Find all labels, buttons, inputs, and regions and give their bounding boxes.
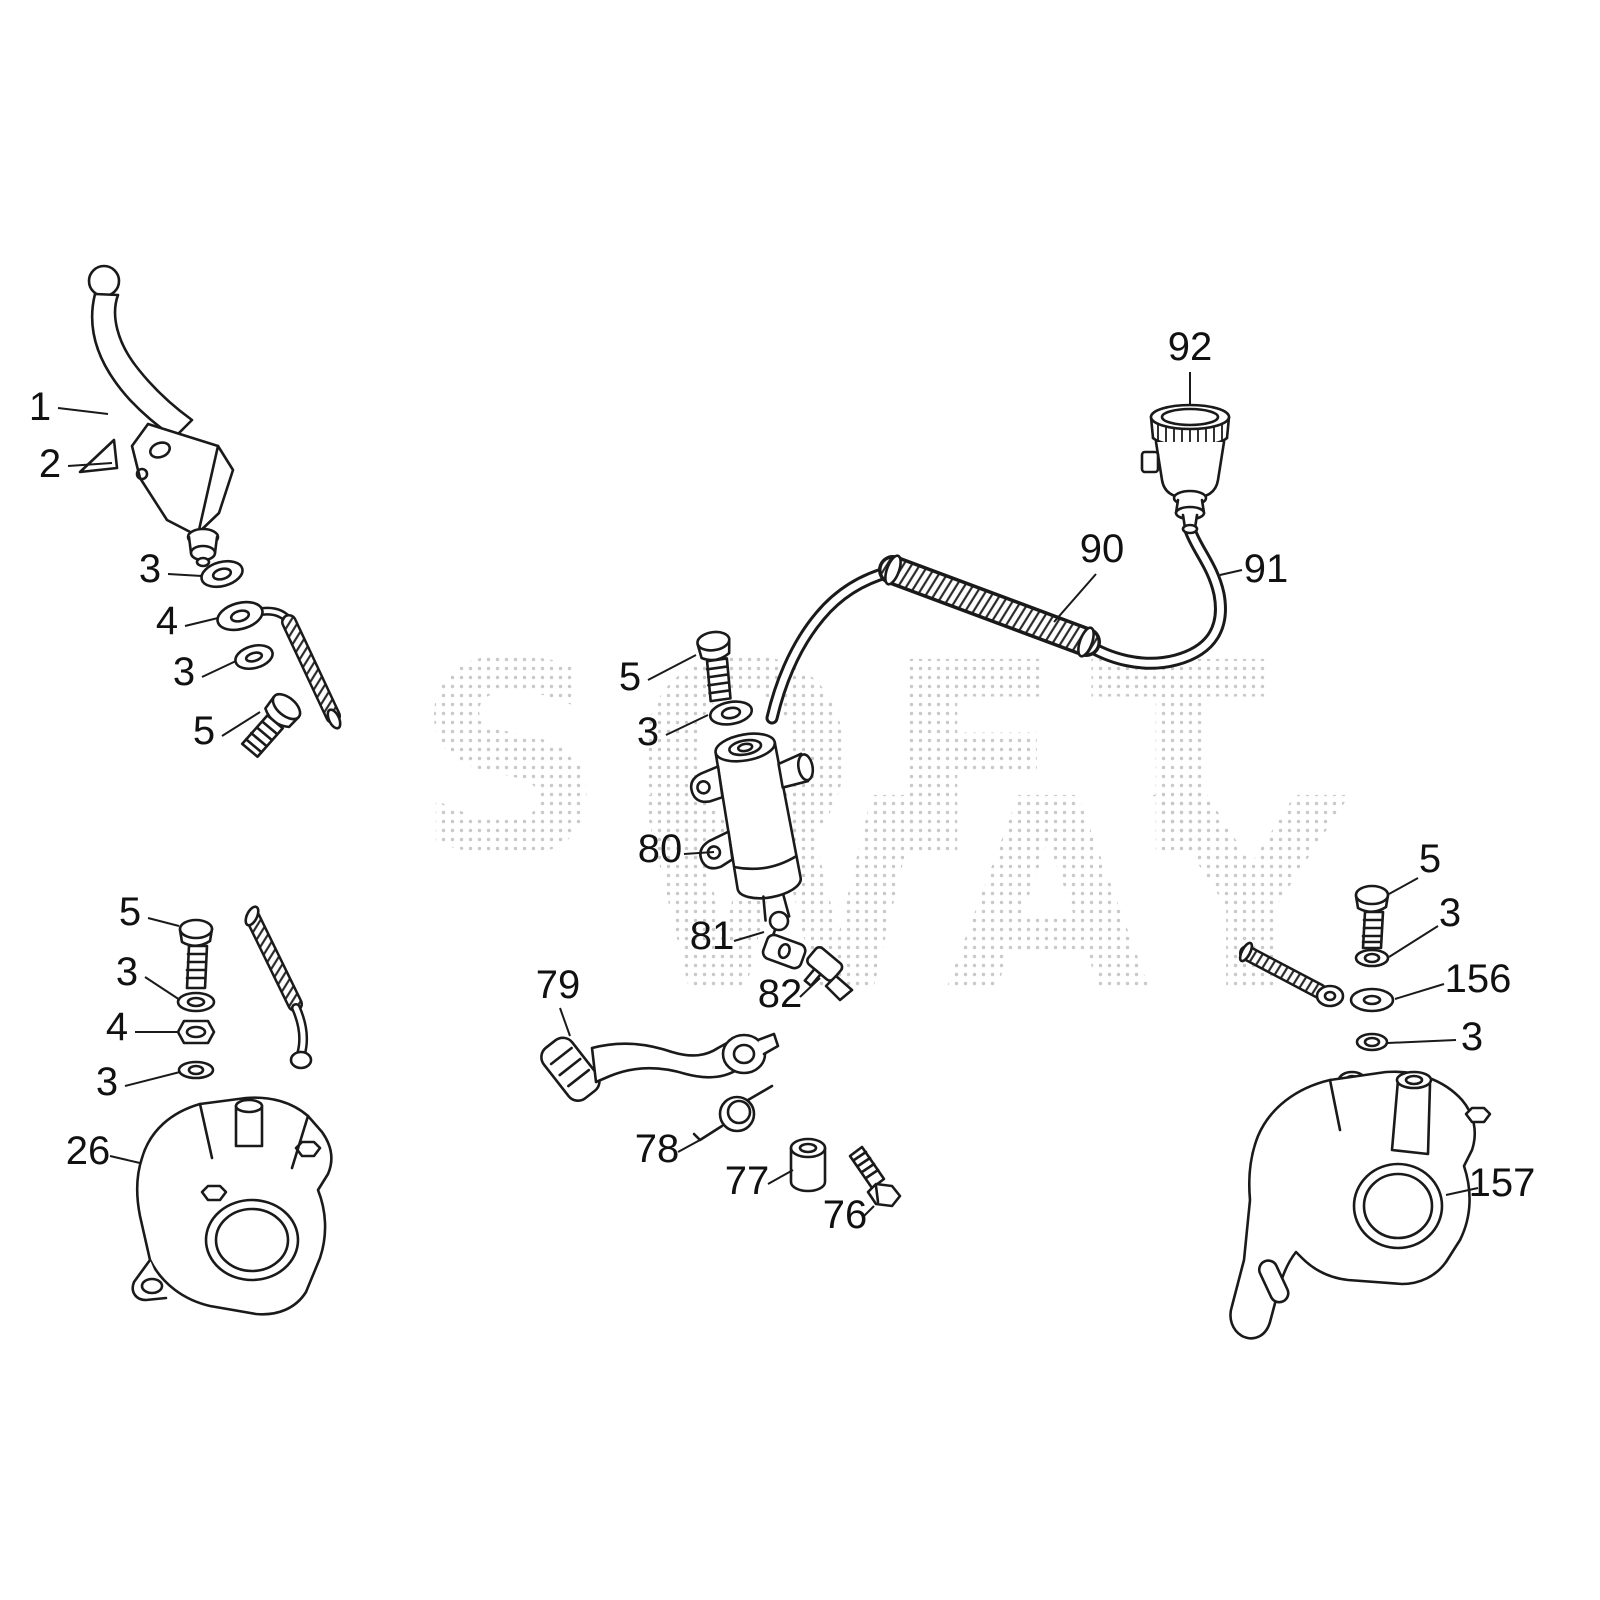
label-5-master-cylinder-bolt: 5	[619, 655, 641, 699]
banjo-fitting	[1349, 987, 1395, 1013]
pedal-toe-pad	[540, 1036, 601, 1102]
label-3-rear-washer-a: 3	[1439, 891, 1461, 935]
washer	[708, 700, 754, 726]
rear-caliper-body	[1229, 1070, 1492, 1340]
label-82-clevis-joint: 82	[758, 972, 803, 1016]
brake-pedal-group	[540, 1032, 902, 1208]
label-3-washer-a: 3	[139, 547, 161, 591]
lever-washer-bolt-stack	[200, 559, 342, 759]
washer	[1355, 1032, 1389, 1052]
label-4-banjo-lever: 4	[156, 599, 178, 643]
pushrod-clevis	[761, 910, 807, 970]
fluid-reservoir	[1140, 403, 1231, 535]
braided-hose-end	[1238, 941, 1345, 1008]
label-3-front-washer-b: 3	[96, 1060, 118, 1104]
part-labels: 1 2 3 4 3 5 92 90 91 5 3 80 81 82 79 78 …	[29, 325, 1536, 1237]
pivot-bushing	[789, 1137, 827, 1193]
caliper-bolt	[178, 918, 214, 990]
lever-perch-body	[130, 422, 235, 537]
label-80-master-cylinder: 80	[638, 827, 683, 871]
banjo-fitting	[216, 600, 264, 632]
washer	[176, 991, 216, 1013]
banjo-bolt	[240, 692, 302, 759]
caliper-bolt	[1354, 884, 1390, 950]
label-79-brake-pedal: 79	[536, 963, 581, 1007]
washer	[200, 559, 244, 589]
braided-hose-end	[244, 905, 313, 1070]
leader-lines	[57, 372, 1479, 1217]
label-156-rear-banjo: 156	[1445, 957, 1512, 1001]
label-2-lever-bracket: 2	[39, 442, 61, 486]
clevis-joint	[803, 946, 854, 1002]
label-5-banjo-bolt-lever: 5	[193, 709, 215, 753]
washer	[1354, 948, 1390, 968]
label-92-reservoir: 92	[1168, 325, 1213, 369]
hydraulic-hoses	[765, 523, 1227, 725]
label-1-brake-lever: 1	[29, 385, 51, 429]
nut	[176, 1019, 216, 1045]
label-91-reservoir-hose: 91	[1244, 547, 1289, 591]
label-26-front-caliper: 26	[66, 1129, 111, 1173]
front-brake-lever-assembly	[78, 264, 235, 568]
braided-hose	[878, 554, 1101, 658]
lever-blade	[90, 292, 194, 440]
lever-end-piece	[78, 438, 119, 474]
washer	[177, 1060, 215, 1080]
return-spring	[692, 1084, 774, 1142]
label-3-master-cylinder-washer: 3	[637, 710, 659, 754]
pivot-bolt	[848, 1145, 902, 1208]
rear-caliper-group	[1229, 884, 1492, 1340]
label-76-pivot-bolt: 76	[823, 1193, 868, 1237]
label-78-return-spring: 78	[635, 1127, 680, 1171]
master-cylinder-body	[689, 732, 815, 922]
reservoir-bracket	[1140, 450, 1160, 474]
label-77-bushing: 77	[725, 1159, 770, 1203]
label-3-rear-washer-b: 3	[1461, 1015, 1483, 1059]
bracket-slot	[1257, 1259, 1290, 1304]
front-caliper-group	[131, 905, 333, 1316]
bleed-bolt	[1464, 1106, 1492, 1124]
label-4-front-nut: 4	[106, 1005, 128, 1049]
mounting-bolt	[696, 630, 732, 703]
lever-ball-end	[87, 264, 121, 298]
bleed-bolt	[294, 1140, 322, 1158]
washer	[234, 643, 274, 671]
braided-hose-end	[281, 614, 342, 730]
rear-master-cylinder-assembly	[689, 630, 854, 1002]
label-157-rear-caliper: 157	[1469, 1161, 1536, 1205]
label-5-front-caliper-bolt: 5	[119, 890, 141, 934]
label-3-front-washer-a: 3	[116, 950, 138, 994]
front-caliper-body	[131, 1096, 333, 1316]
bleed-bolt	[200, 1184, 228, 1202]
label-90-braided-hose: 90	[1080, 527, 1125, 571]
label-3-washer-b: 3	[173, 650, 195, 694]
label-5-rear-caliper-bolt: 5	[1419, 837, 1441, 881]
label-81-clevis: 81	[690, 914, 735, 958]
